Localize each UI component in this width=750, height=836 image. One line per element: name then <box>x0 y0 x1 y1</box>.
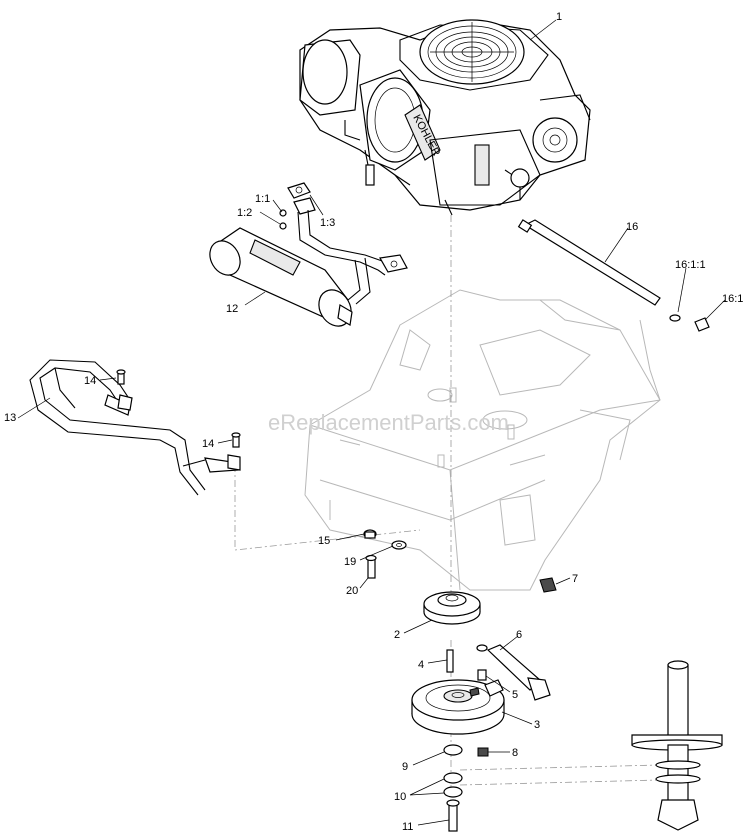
callout-16: 16 <box>626 221 638 233</box>
callout-10: 10 <box>394 791 406 803</box>
callouts: 1 1:1 1:2 1:3 12 16 16:1:1 16:1 14 13 14… <box>4 11 743 833</box>
callout-6: 6 <box>516 629 522 641</box>
exhaust-pipe <box>279 182 408 305</box>
callout-4: 4 <box>418 659 424 671</box>
washers-and-bolt <box>443 744 489 832</box>
callout-8: 8 <box>512 747 518 759</box>
callout-11: 11 <box>402 821 413 833</box>
key <box>446 649 454 673</box>
callout-13: 13 <box>4 412 16 424</box>
callout-12: 12 <box>226 303 238 315</box>
callout-9: 9 <box>402 761 408 773</box>
watermark: eReplacementParts.com <box>268 410 509 435</box>
alignment-lines <box>234 215 661 800</box>
hardware-small <box>363 529 557 593</box>
clutch-arm <box>476 644 551 701</box>
callout-5: 5 <box>512 689 518 701</box>
callout-2: 2 <box>394 629 400 641</box>
callout-16-1-1: 16:1:1 <box>675 259 706 271</box>
leader-lines <box>17 19 726 826</box>
pulley <box>423 591 481 625</box>
callout-19: 19 <box>344 556 356 568</box>
callout-20: 20 <box>346 585 358 597</box>
handle-bar <box>29 359 241 496</box>
callout-14a: 14 <box>84 375 96 387</box>
throttle-shaft <box>517 219 710 332</box>
muffler <box>209 227 353 327</box>
mower-frame <box>304 289 661 591</box>
callout-1-1: 1:1 <box>255 193 270 205</box>
callout-16-1: 16:1 <box>722 293 743 305</box>
callout-7: 7 <box>572 573 578 585</box>
callout-3: 3 <box>534 719 540 731</box>
electric-clutch <box>411 679 505 735</box>
callout-1: 1 <box>556 11 562 23</box>
engine-assembly: KOHLER <box>299 19 591 216</box>
callout-1-3: 1:3 <box>320 217 335 229</box>
spindle <box>631 660 723 831</box>
callout-15: 15 <box>318 535 330 547</box>
bolts-14 <box>116 369 241 448</box>
callout-14b: 14 <box>202 438 214 450</box>
callout-1-2: 1:2 <box>237 207 252 219</box>
